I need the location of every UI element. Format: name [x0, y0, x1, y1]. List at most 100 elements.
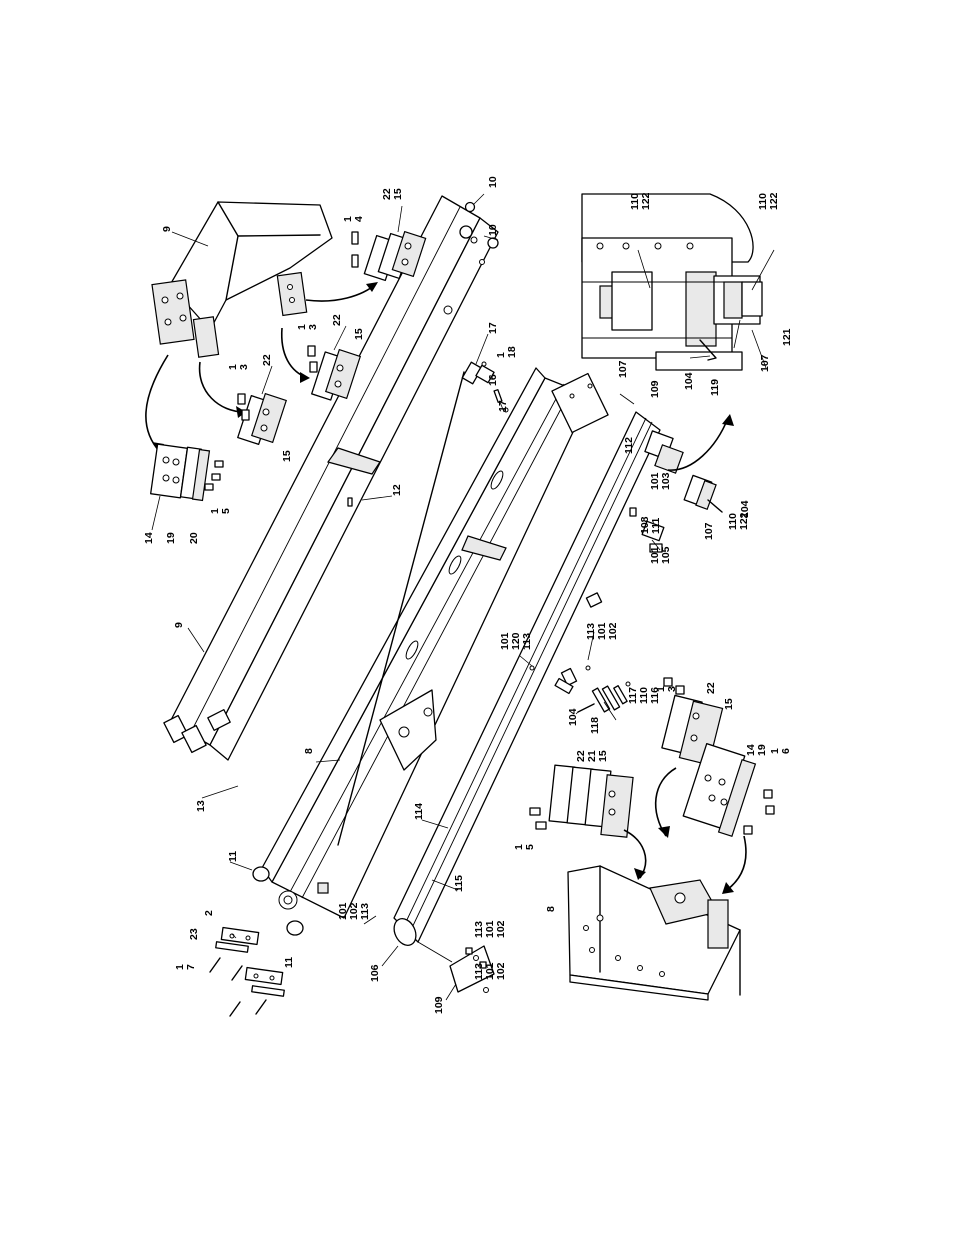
callout-number: 122 [738, 512, 750, 530]
callout-114: 114 [413, 803, 425, 820]
callout-number: 16 [487, 374, 499, 386]
callout-number: 9 [161, 226, 173, 232]
callout-112: 112 [623, 437, 635, 454]
callout-number: 107 [759, 354, 771, 372]
callout-number: 105 [660, 546, 672, 564]
callout-9-top: 9 [161, 226, 173, 232]
callout-119: 119 [709, 379, 721, 396]
callout-number: 9 [173, 622, 185, 628]
callout-107-a: 107 [703, 522, 715, 540]
callout-number: 101 [499, 632, 511, 650]
callout-number: 15 [281, 450, 293, 462]
callout-number: 18 [506, 346, 518, 358]
callout-number: 14 [745, 744, 757, 756]
callout-number: 113 [359, 903, 371, 920]
callout-number: 121 [781, 328, 793, 346]
callout-number: 101 [484, 962, 496, 980]
callout-106: 106 [369, 964, 381, 982]
callout-104-c: 104 [683, 372, 695, 390]
callout-11-a: 11 [227, 851, 239, 862]
callout-number: 113 [585, 623, 597, 640]
callout-number: 11 [283, 957, 295, 968]
callout-118: 118 [589, 717, 601, 734]
callout-number: 114 [413, 803, 425, 820]
callout-number: 10 [487, 224, 499, 236]
callout-22-a: 22 [331, 314, 343, 326]
hardware-cluster-right [629, 430, 723, 553]
callout-number: 19 [165, 532, 177, 544]
callout-number: 6 [780, 748, 792, 754]
callout-number: 109 [649, 380, 661, 398]
callout-number: 101 [596, 622, 608, 640]
wear-pads-14-19-20 [150, 443, 224, 502]
callout-115: 115 [453, 875, 465, 892]
callout-number: 1 [655, 686, 667, 692]
callout-number: 15 [597, 750, 609, 762]
callout-107-c: 107 [759, 354, 771, 372]
callout-10-b: 10 [487, 224, 499, 236]
assembly-arrow-right [667, 417, 729, 471]
callout-number: 21 [586, 750, 598, 762]
callout-number: 104 [739, 500, 751, 518]
callout-number: 107 [703, 522, 715, 540]
callout-number: 3 [307, 324, 319, 330]
callout-number: 7 [185, 964, 197, 970]
callout-20: 20 [188, 532, 200, 544]
callout-number: 110 [727, 513, 739, 530]
callout-2: 2 [203, 910, 215, 916]
callout-number: 101 [649, 472, 661, 490]
callout-number: 111 [650, 517, 662, 534]
callout-number: 107 [617, 360, 629, 378]
callout-number: 104 [567, 708, 579, 726]
callout-number: 22 [261, 354, 273, 366]
callout-number: 20 [188, 532, 200, 544]
hardware-cluster-center [529, 665, 631, 713]
callout-number: 102 [495, 920, 507, 938]
bracket-109-bottom-left [417, 941, 495, 993]
callout-number: 116 [649, 687, 661, 704]
callout-number: 22 [381, 188, 393, 200]
assembly-arrows-top-left [145, 282, 378, 453]
callout-number: 17 [497, 400, 509, 412]
callout-number: 8 [303, 748, 315, 754]
plates-2-23 [209, 926, 285, 1017]
callout-12: 12 [391, 484, 403, 496]
callout-13: 13 [195, 800, 207, 812]
wear-pads-22-15-bottom [661, 677, 724, 766]
callout-number: 15 [353, 328, 365, 340]
callout-number: 5 [220, 508, 232, 514]
callout-number: 110 [757, 193, 769, 210]
callout-number: 122 [640, 192, 652, 210]
callout-number: 1 [769, 748, 781, 754]
callout-number: 113 [521, 633, 533, 650]
callout-19-a: 19 [165, 532, 177, 544]
callout-number: 1 [209, 508, 221, 514]
callout-number: 8 [545, 906, 557, 912]
callout-number: 1 [227, 364, 239, 370]
callout-22-c: 22 [705, 682, 717, 694]
callout-number: 1 [513, 844, 525, 850]
callout-number: 101 [484, 920, 496, 938]
wear-pads-22-21-15 [529, 764, 634, 838]
rod-and-pins [337, 361, 509, 846]
callout-109-tr: 109 [649, 380, 661, 398]
